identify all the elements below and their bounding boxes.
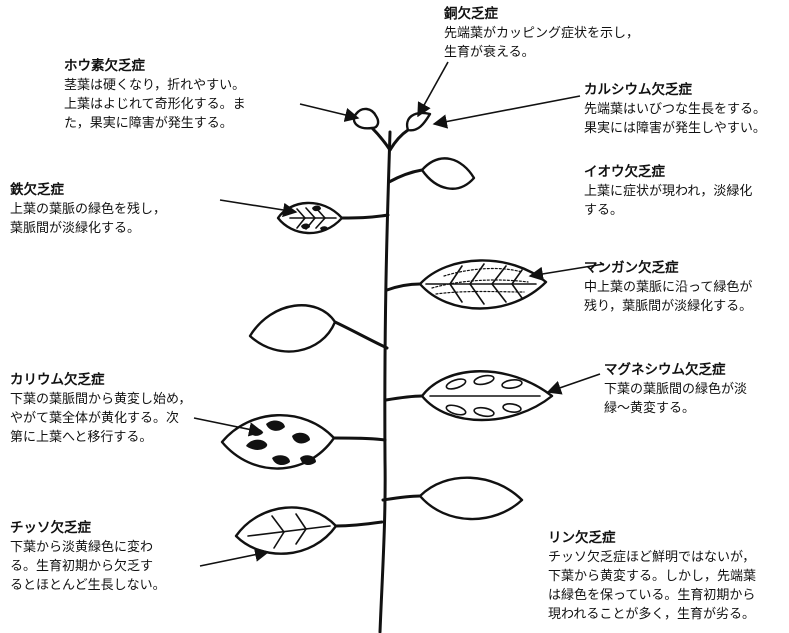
leaf-tip-left bbox=[352, 107, 380, 130]
leaf-sulfur bbox=[420, 157, 476, 190]
desc-sulfur: 上葉に症状が現われ，淡緑化 する。 bbox=[584, 184, 753, 218]
title-manganese: マンガン欠乏症 bbox=[584, 260, 679, 276]
leaf-plain-right bbox=[418, 476, 524, 521]
desc-iron: 上葉の葉脈の緑色を残し， 葉脈間が淡緑化する。 bbox=[10, 202, 167, 236]
label-sulfur-deficiency: イオウ欠乏症 上葉に症状が現われ，淡緑化 する。 bbox=[584, 162, 752, 220]
arrow-copper bbox=[417, 61, 449, 118]
desc-calcium: 先端葉はいびつな生長をする。 果実には障害が発生しやすい。 bbox=[584, 102, 767, 136]
branch-left-3 bbox=[332, 436, 387, 442]
branch-left-2 bbox=[333, 320, 389, 350]
label-potassium-deficiency: カリウム欠乏症 下葉の葉脈間から黄変し始め， やがて葉全体が黄化する。次 第に上… bbox=[10, 370, 191, 447]
arrow-manganese bbox=[528, 263, 605, 282]
desc-magnesium: 下葉の葉脈間の緑色が淡 緑～黄変する。 bbox=[604, 382, 748, 416]
branch-right-2 bbox=[385, 282, 422, 292]
label-iron-deficiency: 鉄欠乏症 上葉の葉脈の緑色を残し， 葉脈間が淡緑化する。 bbox=[10, 180, 166, 238]
branch-left-1 bbox=[340, 213, 390, 220]
label-phosphorus-deficiency: リン欠乏症 チッソ欠乏症ほど鮮明ではないが， 下葉から黄変する。しかし，先端葉 … bbox=[548, 528, 756, 624]
branch-left-4 bbox=[334, 520, 384, 528]
title-phosphorus: リン欠乏症 bbox=[548, 530, 616, 546]
title-nitrogen: チッソ欠乏症 bbox=[10, 520, 91, 536]
title-boron: ホウ素欠乏症 bbox=[64, 58, 145, 74]
arrow-iron bbox=[219, 199, 298, 218]
title-iron: 鉄欠乏症 bbox=[10, 182, 64, 198]
arrow-nitrogen bbox=[199, 547, 270, 567]
label-copper-deficiency: 銅欠乏症 先端葉がカッピング症状を示し， 生育が衰える。 bbox=[444, 4, 639, 62]
arrow-magnesium bbox=[546, 373, 601, 395]
label-nitrogen-deficiency: チッソ欠乏症 下葉から淡黄緑色に変わ る。生育初期から欠乏す るとほとんど生長し… bbox=[10, 518, 166, 595]
arrow-boron bbox=[299, 103, 360, 122]
arrow-potassium bbox=[193, 417, 264, 437]
desc-manganese: 中上葉の葉脈に沿って緑色が 残り，葉脈間が淡緑化する。 bbox=[584, 280, 753, 314]
stem bbox=[378, 130, 392, 633]
label-manganese-deficiency: マンガン欠乏症 中上葉の葉脈に沿って緑色が 残り，葉脈間が淡緑化する。 bbox=[584, 258, 752, 316]
leaf-plain-left bbox=[248, 304, 337, 353]
desc-potassium: 下葉の葉脈間から黄変し始め， やがて葉全体が黄化する。次 第に上葉へと移行する。 bbox=[10, 392, 192, 445]
desc-boron: 茎葉は硬くなり，折れやすい。 上葉はよじれて奇形化する。ま た，果実に障害が発生… bbox=[64, 78, 246, 131]
desc-nitrogen: 下葉から淡黄緑色に変わ る。生育初期から欠乏す るとほとんど生長しない。 bbox=[10, 540, 166, 593]
title-copper: 銅欠乏症 bbox=[444, 6, 498, 22]
desc-phosphorus: チッソ欠乏症ほど鮮明ではないが， 下葉から黄変する。しかし，先端葉 は緑色を保っ… bbox=[548, 550, 757, 622]
branch-right-3 bbox=[384, 394, 424, 402]
label-magnesium-deficiency: マグネシウム欠乏症 下葉の葉脈間の緑色が淡 緑～黄変する。 bbox=[604, 360, 747, 418]
label-calcium-deficiency: カルシウム欠乏症 先端葉はいびつな生長をする。 果実には障害が発生しやすい。 bbox=[584, 80, 766, 138]
branch-top-left bbox=[370, 126, 392, 152]
title-sulfur: イオウ欠乏症 bbox=[584, 164, 665, 180]
title-potassium: カリウム欠乏症 bbox=[10, 372, 105, 388]
branch-top-right bbox=[388, 128, 410, 152]
title-calcium: カルシウム欠乏症 bbox=[584, 82, 692, 98]
desc-copper: 先端葉がカッピング症状を示し， 生育が衰える。 bbox=[444, 26, 640, 60]
arrow-calcium bbox=[432, 95, 581, 129]
branch-right-4 bbox=[381, 494, 422, 502]
label-boron-deficiency: ホウ素欠乏症 茎葉は硬くなり，折れやすい。 上葉はよじれて奇形化する。ま た，果… bbox=[64, 56, 246, 133]
title-magnesium: マグネシウム欠乏症 bbox=[604, 362, 726, 378]
branch-right-1 bbox=[387, 168, 424, 184]
